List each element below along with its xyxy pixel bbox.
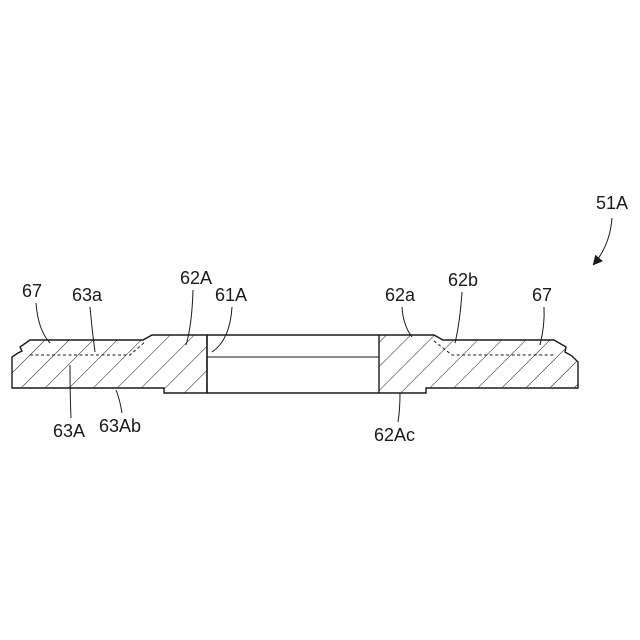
label-63Ab: 63Ab bbox=[99, 416, 141, 436]
label-62A: 62A bbox=[180, 268, 212, 288]
label-63a: 63a bbox=[72, 285, 103, 305]
left-flange-section bbox=[12, 335, 207, 393]
leader-62Ac bbox=[398, 393, 400, 422]
central-bore bbox=[207, 335, 379, 393]
assembly-arrow bbox=[594, 218, 612, 264]
label-62a: 62a bbox=[385, 285, 416, 305]
leader-67-left bbox=[36, 303, 50, 343]
label-67-right: 67 bbox=[532, 285, 552, 305]
label-62b: 62b bbox=[448, 270, 478, 290]
label-67-left: 67 bbox=[22, 281, 42, 301]
right-flange-section bbox=[379, 335, 578, 393]
leader-61A bbox=[212, 307, 232, 352]
leader-62b bbox=[455, 292, 462, 343]
leader-62a bbox=[402, 307, 412, 337]
leader-63Ab bbox=[116, 390, 122, 413]
label-62Ac: 62Ac bbox=[374, 425, 415, 445]
label-61A: 61A bbox=[215, 285, 247, 305]
label-51A: 51A bbox=[596, 193, 628, 213]
label-63A: 63A bbox=[53, 421, 85, 441]
